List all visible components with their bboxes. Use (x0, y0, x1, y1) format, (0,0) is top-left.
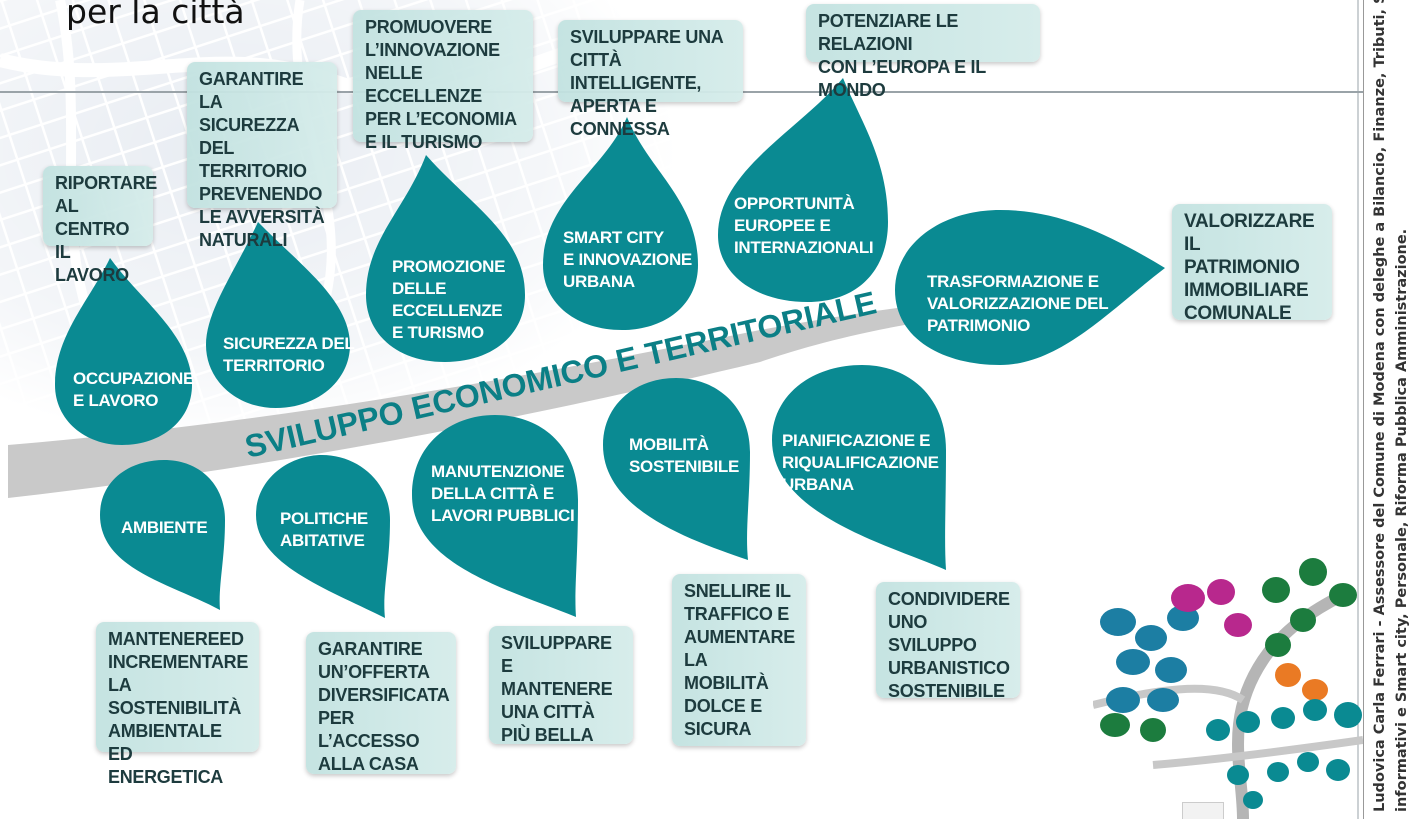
leaf-label-sicurezza: SICUREZZA DEL TERRITORIO (223, 334, 355, 375)
leaf-label-occupazione: OCCUPAZIONE E LAVORO (73, 369, 195, 410)
leaf-label-pianificazione: PIANIFICAZIONE E RIQUALIFICAZIONE URBANA (782, 431, 939, 494)
leaf-pianificazione (772, 365, 946, 570)
leaf-label-promozione: PROMOZIONE DELLE ECCELLENZE E TURISMO (392, 257, 506, 342)
goal-box-lavoro: RIPORTARE AL CENTRO IL LAVORO (43, 166, 157, 285)
leaf-label-mobilita: MOBILITÀ SOSTENIBILE (629, 435, 740, 476)
leaf-occupazione (55, 258, 192, 445)
leaf-promozione (366, 155, 525, 362)
leaf-sicurezza (206, 222, 350, 408)
comune-di-modena-logo (1182, 802, 1224, 819)
goal-box-sicurezza: GARANTIRE LA SICUREZZA DEL TERRITORIO PR… (187, 62, 337, 250)
side-credit: Ludovica Carla Ferrari - Assessore del C… (1363, 0, 1420, 819)
leaf-label-ambiente: AMBIENTE (121, 518, 208, 537)
leaf-mobilita (603, 378, 750, 560)
goal-box-citta-bella: SVILUPPARE E MANTENERE UNA CITTÀ PIÙ BEL… (489, 626, 633, 745)
leaf-ambiente (100, 460, 225, 610)
goal-box-patrimonio: VALORIZZARE IL PATRIMONIO IMMOBILIARE CO… (1172, 204, 1332, 324)
page-title: per la città (66, 0, 245, 31)
leaf-label-manutenzione: MANUTENZIONE DELLA CITTÀ E LAVORI PUBBLI… (431, 462, 575, 525)
leaf-manutenzione (412, 415, 578, 617)
leaf-smart-city (543, 117, 698, 330)
goal-box-urbanistica: CONDIVIDERE UNO SVILUPPO URBANISTICO SOS… (876, 582, 1020, 701)
goal-box-innovazione: PROMUOVERE L’INNOVAZIONE NELLE ECCELLENZ… (353, 10, 533, 152)
leaf-label-smart-city: SMART CITY E INNOVAZIONE URBANA (563, 228, 692, 291)
leaf-label-opportunita: OPPORTUNITÀ EUROPEE E INTERNAZIONALI (734, 194, 874, 257)
goal-box-sostenibilita: MANTENEREED INCREMENTARE LA SOSTENIBILIT… (96, 622, 259, 787)
goal-box-europa: POTENZIARE LE RELAZIONI CON L’EUROPA E I… (806, 4, 1040, 100)
leaf-politiche (256, 455, 390, 618)
trunk-band (8, 302, 975, 498)
side-credit-line-2: informativi e Smart city, Personale, Rif… (1394, 228, 1410, 812)
leaf-label-politiche: POLITICHE ABITATIVE (280, 509, 368, 550)
overview-thumbnail (1093, 558, 1363, 819)
leaf-trasformazione (895, 210, 1165, 365)
side-credit-line-1: Ludovica Carla Ferrari - Assessore del C… (1372, 0, 1388, 812)
leaf-opportunita (718, 78, 888, 302)
leaf-label-trasformazione: TRASFORMAZIONE E VALORIZZAZIONE DEL PATR… (927, 272, 1109, 335)
goal-box-casa: GARANTIRE UN’OFFERTA DIVERSIFICATA PER L… (306, 632, 456, 774)
goal-box-traffico: SNELLIRE IL TRAFFICO E AUMENTARE LA MOBI… (672, 574, 806, 746)
goal-box-citta-intelligente: SVILUPPARE UNA CITTÀ INTELLIGENTE, APERT… (558, 20, 743, 139)
